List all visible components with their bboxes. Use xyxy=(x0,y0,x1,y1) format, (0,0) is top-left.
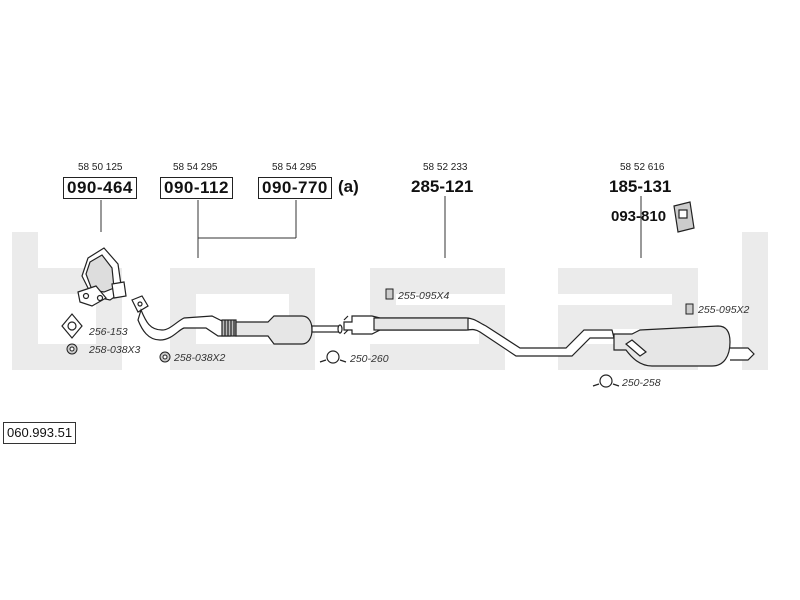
nut-icon xyxy=(66,343,78,355)
oe-number: 58 52 616 xyxy=(620,162,665,173)
accessory-code-hanger[interactable]: 255-095X4 xyxy=(398,290,450,302)
part-number-front-pipe[interactable]: 090-112 xyxy=(160,177,233,199)
part-number-bracket[interactable]: 093-810 xyxy=(611,208,667,225)
part-suffix: (a) xyxy=(338,177,359,196)
accessory-code-clamp[interactable]: 250-260 xyxy=(350,353,389,365)
accessory-code-gasket[interactable]: 256-153 xyxy=(89,326,128,338)
accessory-code-nuts[interactable]: 258-038X2 xyxy=(174,352,226,364)
bracket-icon xyxy=(673,201,695,233)
rear-silencer-icon xyxy=(613,325,755,367)
accessory-code-clamp[interactable]: 250-258 xyxy=(622,377,661,389)
part-number-rear-silencer[interactable]: 185-131 xyxy=(609,177,672,196)
oe-number: 58 52 233 xyxy=(423,162,468,173)
gasket-icon xyxy=(61,313,83,339)
part-number-catalyst[interactable]: 090-464 xyxy=(63,177,137,199)
front-silencer-icon xyxy=(235,315,343,345)
oe-number: 58 54 295 xyxy=(272,162,317,173)
clamp-icon xyxy=(319,350,347,364)
oe-number: 58 54 295 xyxy=(173,162,218,173)
diagram-reference: 060.993.51 xyxy=(3,422,77,444)
nut-icon xyxy=(159,351,171,363)
leader-lines xyxy=(100,196,642,258)
accessory-code-nuts[interactable]: 258-038X3 xyxy=(89,344,141,356)
part-number-middle-pipe[interactable]: 285-121 xyxy=(411,177,474,196)
oe-number: 58 50 125 xyxy=(78,162,123,173)
accessory-code-hanger[interactable]: 255-095X2 xyxy=(698,304,750,316)
clamp-icon xyxy=(592,374,620,388)
rubber-hanger-icon xyxy=(685,303,694,315)
front-pipe-icon xyxy=(131,295,237,341)
catalytic-converter-icon xyxy=(77,247,127,307)
part-number-front-silencer[interactable]: 090-770 xyxy=(258,177,332,199)
rubber-hanger-icon xyxy=(385,288,394,300)
